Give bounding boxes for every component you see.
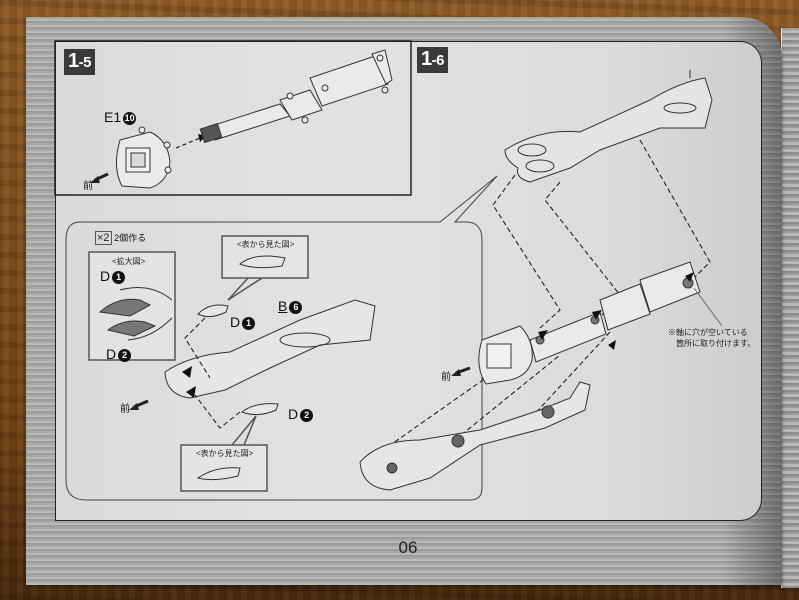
step-badge-1-6: 1-6: [417, 47, 448, 73]
note-line-1: ※軸に穴が空いている: [668, 328, 748, 337]
part-number-circle: 6: [289, 301, 303, 314]
mounting-note: ※軸に穴が空いている 箇所に取り付けます。: [668, 327, 755, 349]
subassembly-callout-outline: [65, 175, 498, 501]
guide-lines-subassembly: [184, 317, 241, 429]
part-letter: D: [288, 406, 299, 422]
note-line-2: 箇所に取り付けます。: [676, 339, 756, 348]
part-letter: E1: [104, 109, 122, 125]
make-count-text: 2個作る: [114, 233, 147, 243]
part-b6-frame: [164, 299, 376, 399]
hull-upper-part: [504, 70, 713, 183]
hull-lower-part: [359, 381, 591, 491]
step-badge-1-5: 1-5: [64, 49, 95, 75]
part-number-circle: 10: [123, 112, 137, 125]
part-number-circle: 2: [118, 349, 132, 362]
front-view-title-d1: <表から見た図>: [237, 240, 295, 249]
step-number-main: 1: [421, 48, 432, 70]
front-label-subassembly: 前: [120, 404, 130, 415]
front-label-1-5: 前: [83, 181, 93, 192]
zoom-view-title: <拡大図>: [112, 257, 146, 266]
part-letter: D: [100, 268, 111, 284]
step-number-sub: -5: [78, 54, 92, 71]
cup-part-e1: [116, 126, 172, 189]
page-number: 06: [398, 538, 418, 557]
shaft-assembly-1-6: [478, 261, 701, 385]
front-label-1-6: 前: [441, 372, 451, 383]
make-two-instruction: ×2 2個作る: [95, 231, 146, 245]
part-number-circle: 1: [112, 271, 126, 284]
step-number-sub: -6: [431, 52, 445, 69]
shaft-assembly-1-5: [199, 49, 393, 144]
zoom-view-parts: [98, 287, 173, 341]
part-number-circle: 2: [300, 409, 314, 422]
part-letter: B: [278, 298, 288, 314]
multiplier-badge: ×2: [95, 231, 112, 245]
part-number-circle: 1: [242, 317, 256, 330]
front-view-title-d2: <表から見た図>: [196, 449, 254, 458]
small-part-sketches: [196, 255, 286, 481]
part-letter: D: [106, 346, 117, 362]
step-number-main: 1: [68, 50, 79, 72]
part-letter: D: [230, 314, 241, 330]
